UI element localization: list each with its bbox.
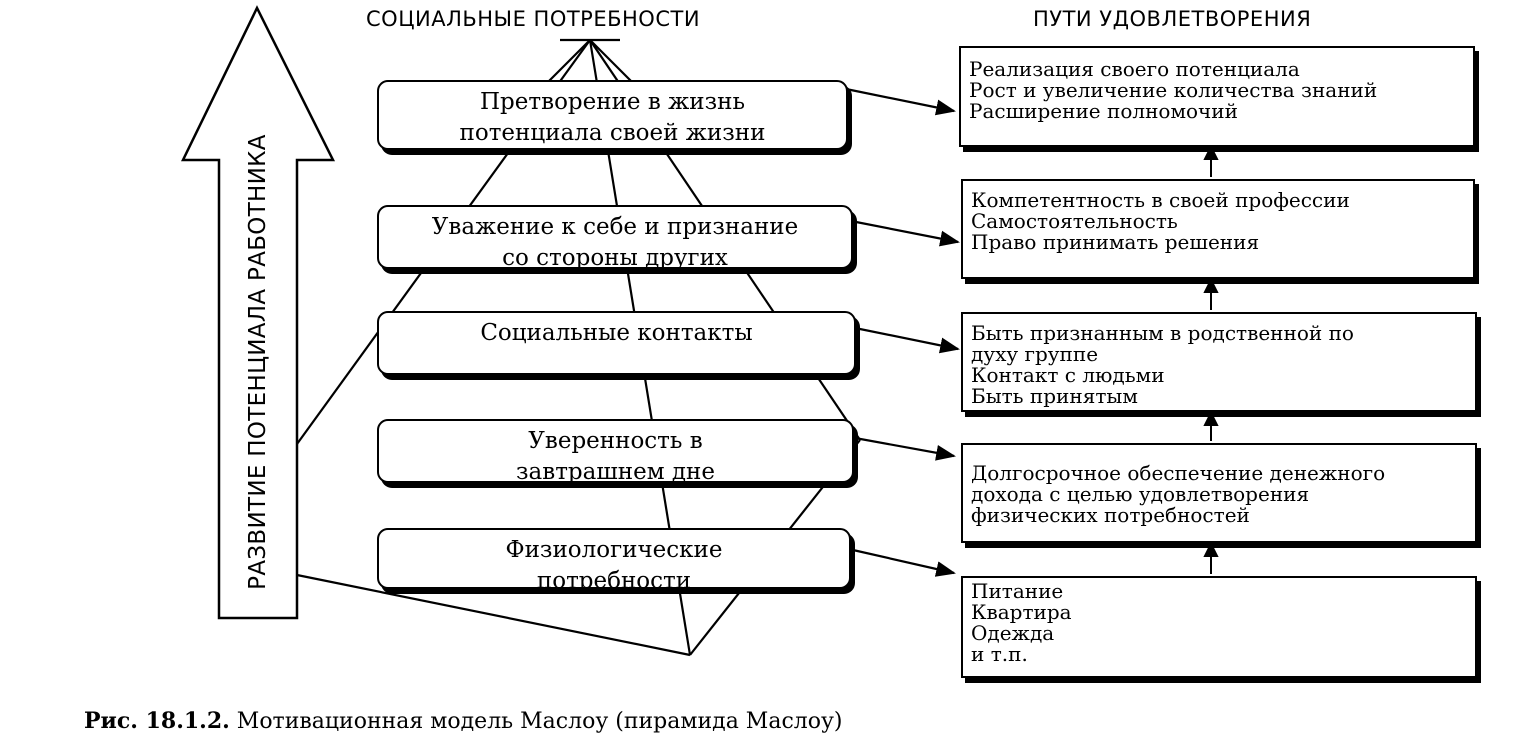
- need-box-social: Социальные контакты: [377, 311, 856, 375]
- caption-text: Мотивационная модель Маслоу (пирамида Ма…: [229, 709, 843, 734]
- way-line: духу группе: [971, 342, 1099, 366]
- need-text-line2: потребности: [536, 568, 692, 589]
- way-box-physiological: Питание Квартира Одежда и т.п.: [961, 576, 1477, 678]
- connector-arrows: [845, 87, 960, 577]
- need-text-line2: со стороны других: [502, 245, 728, 269]
- way-line: Реализация своего потенциала: [969, 57, 1300, 81]
- way-line: Расширение полномочий: [969, 99, 1238, 123]
- way-up-arrows: [1203, 144, 1219, 574]
- need-text-line2: завтрашнем дне: [516, 459, 715, 483]
- way-line: и т.п.: [971, 642, 1028, 666]
- way-box-esteem: Компетентность в своей профессии Самосто…: [961, 179, 1475, 279]
- need-text-line1: Физиологические: [505, 537, 723, 563]
- way-box-self-actualization: Реализация своего потенциала Рост и увел…: [959, 46, 1475, 147]
- figure-caption: Рис. 18.1.2. Мотивационная модель Маслоу…: [84, 708, 843, 734]
- way-line: Быть признанным в родственной по: [971, 321, 1354, 345]
- potential-label: РАЗВИТИЕ ПОТЕНЦИАЛА РАБОТНИКА: [245, 134, 271, 590]
- potential-arrow: [181, 5, 336, 620]
- need-text-line1: Социальные контакты: [480, 320, 753, 346]
- way-line: Контакт с людьми: [971, 363, 1165, 387]
- need-box-self-actualization: Претворение в жизнь потенциала своей жиз…: [377, 80, 848, 150]
- need-box-esteem: Уважение к себе и признание со стороны д…: [377, 205, 853, 269]
- way-line: физических потребностей: [971, 503, 1250, 527]
- way-line: Право принимать решения: [971, 230, 1260, 254]
- need-text-line1: Претворение в жизнь: [480, 89, 745, 115]
- need-box-physiological: Физиологические потребности: [377, 528, 851, 589]
- caption-label: Рис. 18.1.2.: [84, 708, 230, 734]
- ways-header: ПУТИ УДОВЛЕТВОРЕНИЯ: [1033, 7, 1312, 31]
- way-line: Питание: [971, 579, 1064, 603]
- need-box-security: Уверенность в завтрашнем дне: [377, 419, 854, 483]
- way-line: Компетентность в своей профессии: [971, 188, 1350, 212]
- way-box-security: Долгосрочное обеспечение денежного доход…: [961, 443, 1477, 543]
- way-line: Самостоятельность: [971, 209, 1178, 233]
- way-line: Долгосрочное обеспечение денежного: [971, 461, 1386, 485]
- way-line: Рост и увеличение количества знаний: [969, 78, 1378, 102]
- way-line: дохода с целью удовлетворения: [971, 482, 1310, 506]
- needs-header: СОЦИАЛЬНЫЕ ПОТРЕБНОСТИ: [366, 7, 701, 31]
- need-text-line2: потенциала своей жизни: [459, 120, 766, 146]
- need-text-line1: Уважение к себе и признание: [431, 214, 799, 240]
- way-line: Одежда: [971, 621, 1055, 645]
- way-line: Быть принятым: [971, 384, 1138, 408]
- way-line: Квартира: [971, 600, 1072, 624]
- way-box-social: Быть признанным в родственной по духу гр…: [961, 312, 1477, 412]
- need-text-line1: Уверенность в: [528, 428, 703, 454]
